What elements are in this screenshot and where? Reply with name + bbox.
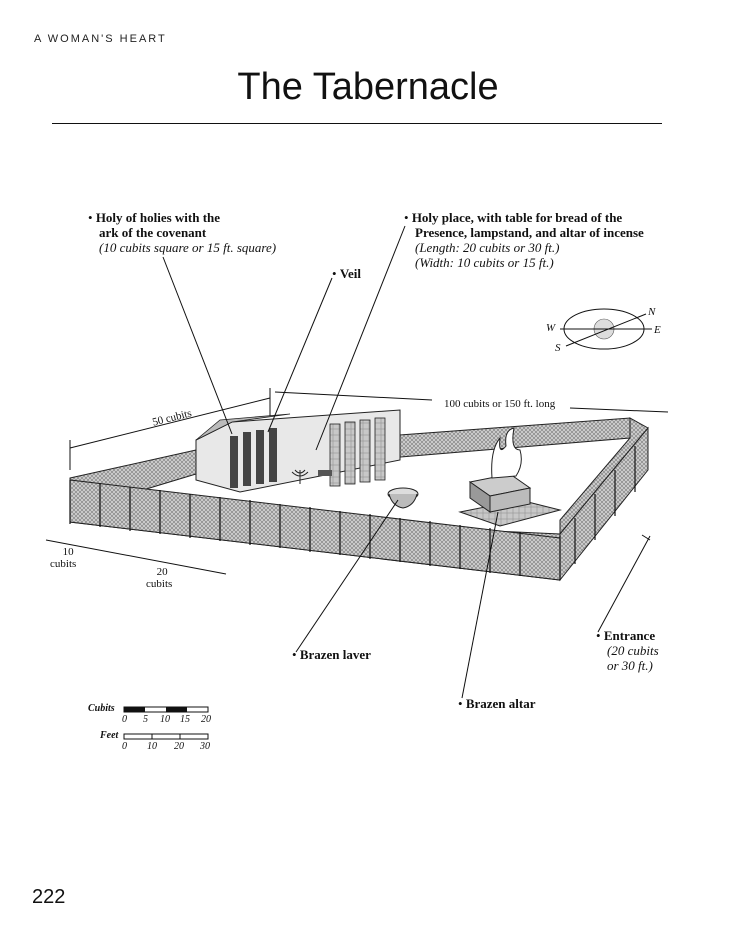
scale-bar-cubits	[123, 706, 209, 713]
scale-cubits-label: Cubits	[88, 703, 115, 714]
title-rule	[52, 123, 662, 124]
scale-bar-feet	[123, 733, 209, 740]
scale-feet-tick-0: 0	[122, 741, 127, 752]
dim-length: 100 cubits or 150 ft. long	[444, 398, 556, 410]
tabernacle-tent	[195, 409, 401, 493]
fence-posts	[69, 446, 636, 580]
scale-cubits-tick-0: 0	[122, 714, 127, 725]
scale-cubits-tick-2: 10	[160, 714, 170, 725]
compass-e: E	[654, 324, 661, 336]
scale-feet-tick-1: 10	[147, 741, 157, 752]
scale-cubits-tick-4: 20	[201, 714, 211, 725]
scale-feet-tick-3: 30	[200, 741, 210, 752]
right-fence	[559, 417, 649, 536]
brazen-laver-shape	[387, 487, 419, 509]
compass-n: N	[648, 306, 656, 318]
label-brazen-laver: • Brazen laver	[292, 647, 371, 662]
compass-rose	[560, 308, 652, 350]
compass-s: S	[555, 342, 561, 354]
scale-cubits-tick-3: 15	[180, 714, 190, 725]
leader-lines	[162, 225, 651, 699]
label-veil: • Veil	[332, 266, 362, 281]
label-entrance: • Entrance (20 cubits or 30 ft.)	[596, 628, 659, 673]
label-brazen-altar: • Brazen altar	[458, 696, 536, 711]
scale-feet-tick-2: 20	[174, 741, 184, 752]
brazen-altar-shape	[458, 427, 562, 527]
running-head: A WOMAN'S HEART	[34, 33, 167, 45]
dimension-lines	[45, 388, 669, 575]
scale-feet-label: Feet	[100, 730, 119, 741]
compass-w: W	[546, 322, 556, 334]
page-number: 222	[32, 886, 66, 908]
page-title: The Tabernacle	[237, 66, 499, 108]
label-holy-place: • Holy place, with table for bread of th…	[404, 210, 644, 270]
scale-cubits-tick-1: 5	[143, 714, 148, 725]
label-holy-of-holies: • Holy of holies with the ark of the cov…	[88, 210, 277, 255]
